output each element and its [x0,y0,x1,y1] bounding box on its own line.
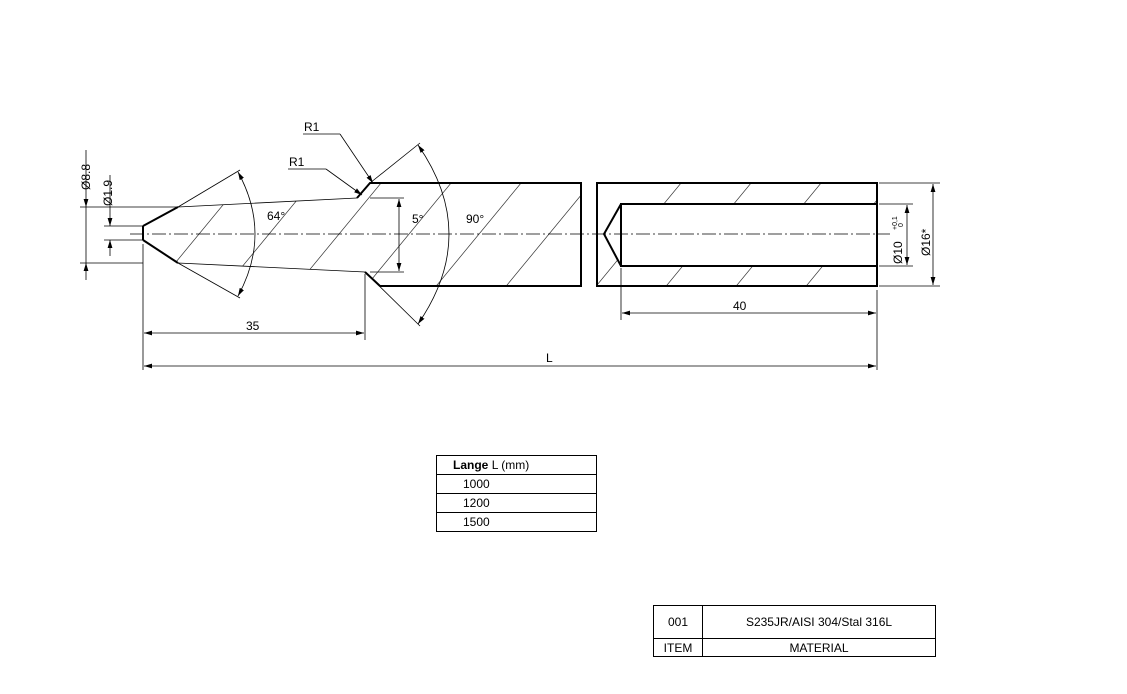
svg-text:35: 35 [246,319,260,333]
svg-text:5°: 5° [412,212,424,226]
length-row: 1500 [436,512,597,532]
dim-angle-90: 90° [364,142,484,327]
svg-text:Ø10: Ø10 [891,241,905,264]
sleeve-part [596,182,878,287]
length-table-header: Lange L (mm) [436,455,597,475]
svg-text:0: 0 [898,223,905,227]
svg-text:Ø8.8: Ø8.8 [79,164,93,190]
item-number: 001 [653,605,703,639]
svg-text:40: 40 [733,299,747,313]
dim-diameter-body: Ø16* [879,182,940,287]
dim-radius-lower: R1 [288,155,363,196]
dim-length-35: 35 [142,244,366,370]
svg-text:R1: R1 [289,155,305,169]
dim-length-total: L [144,290,878,370]
svg-text:+0,1: +0,1 [892,216,899,230]
svg-text:64°: 64° [267,209,285,223]
material-value: S235JR/AISI 304/Stal 316L [702,605,936,639]
pin-tip-part [142,182,582,287]
length-table: Lange L (mm) 1000 1200 1500 [436,455,597,532]
material-header: MATERIAL [702,638,936,657]
svg-text:L: L [546,351,553,365]
dim-angle-64: 64° [177,169,285,299]
svg-text:90°: 90° [466,212,484,226]
dim-radius-upper: R1 [303,120,374,184]
length-row: 1000 [436,474,597,494]
svg-text:Ø16*: Ø16* [919,228,933,256]
dim-length-40: 40 [620,268,876,320]
dim-diameter-bore: Ø10 +0,1 0 [879,203,913,267]
dim-angle-5: 5° [370,197,424,273]
length-row: 1200 [436,493,597,513]
item-header: ITEM [653,638,703,657]
dim-diameter-1-9: Ø1.9 [101,175,143,256]
svg-text:R1: R1 [304,120,320,134]
dim-diameter-8-8: Ø8.8 [79,150,178,280]
svg-text:Ø1.9: Ø1.9 [101,180,115,206]
